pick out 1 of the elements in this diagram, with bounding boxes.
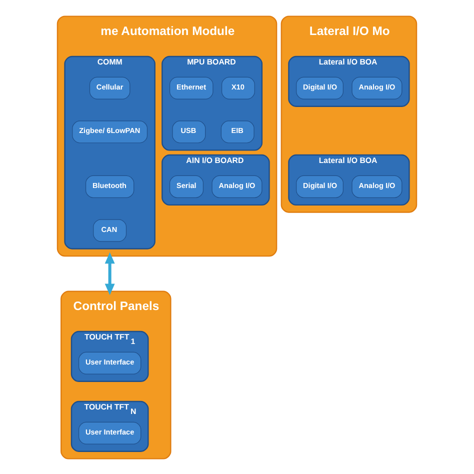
arrow	[104, 252, 115, 295]
